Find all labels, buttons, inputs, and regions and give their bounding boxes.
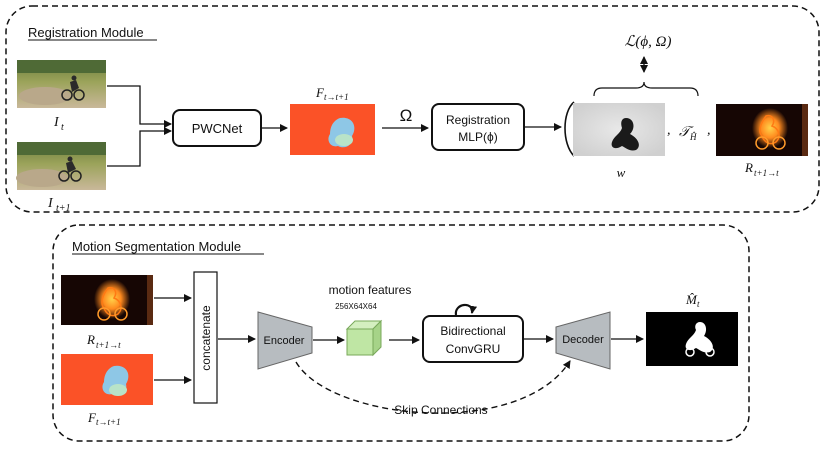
flow-image-seg	[61, 354, 153, 405]
convgru-line2: ConvGRU	[446, 342, 501, 356]
residual-label-seg-sub: t+1→t	[96, 340, 121, 350]
segmentation-module-title: Motion Segmentation Module	[72, 239, 241, 254]
motion-features-title: motion features	[329, 283, 412, 297]
skip-connection-curve	[295, 360, 571, 414]
frame-it-image	[17, 60, 106, 108]
comma-2: ,	[707, 123, 711, 138]
frame-it1-label: I	[47, 196, 54, 211]
residual-label-top: R	[744, 160, 753, 175]
segmentation-module-border	[52, 224, 750, 442]
registration-module-border	[5, 5, 820, 213]
flow-image	[290, 104, 375, 155]
registration-mlp-line2: MLP(ϕ)	[458, 130, 497, 144]
mask-image	[646, 312, 738, 366]
flow-label-top-sub: t→t+1	[324, 92, 349, 102]
convgru-line1: Bidirectional	[440, 324, 505, 338]
transform-label-sub: Ĥ	[689, 132, 697, 142]
loss-overbrace	[593, 81, 699, 97]
connector-it-to-pwcnet	[107, 85, 172, 128]
residual-label-top-sub: t+1→t	[754, 168, 779, 178]
frame-it1-label-sub: t+1	[56, 203, 71, 214]
connector-it1-to-pwcnet	[107, 127, 172, 167]
registration-mlp-box	[431, 103, 525, 151]
registration-mlp-line1: Registration	[446, 113, 510, 127]
mask-label-sub: t	[697, 299, 700, 309]
skip-connections-label: Skip Connections	[394, 403, 487, 417]
mask-label: M̂	[685, 292, 698, 307]
flow-label-seg: F	[87, 410, 97, 425]
convgru-box	[422, 315, 524, 363]
residual-label-seg: R	[86, 332, 95, 347]
flow-label-top: F	[315, 85, 325, 100]
weight-map-label: w	[617, 165, 626, 180]
frame-it1-image	[16, 142, 106, 190]
decoder-label: Decoder	[562, 334, 604, 346]
concatenate-box	[193, 271, 218, 404]
weight-map-image	[573, 103, 665, 156]
pwcnet-label: PWCNet	[192, 121, 243, 136]
motion-features-cube	[345, 319, 383, 357]
comma-1: ,	[667, 123, 671, 138]
registration-module-title: Registration Module	[28, 25, 144, 40]
decoder-block	[555, 311, 611, 370]
output-open-paren	[564, 101, 575, 157]
residual-image-top	[716, 104, 808, 156]
loss-label: ℒ(ϕ, Ω)	[625, 34, 672, 50]
frame-it-label: I	[53, 115, 60, 130]
encoder-block	[257, 311, 313, 370]
pwcnet-box	[172, 109, 262, 147]
residual-image-seg	[61, 275, 153, 325]
motion-features-dims: 256X64X64	[335, 302, 377, 311]
convgru-recurrent-loop	[454, 303, 478, 316]
flow-label-seg-sub: t→t+1	[96, 417, 121, 427]
encoder-label: Encoder	[264, 335, 305, 347]
omega-label: Ω	[400, 106, 413, 125]
frame-it-label-sub: t	[61, 122, 64, 133]
concatenate-label: concatenate	[199, 305, 213, 371]
